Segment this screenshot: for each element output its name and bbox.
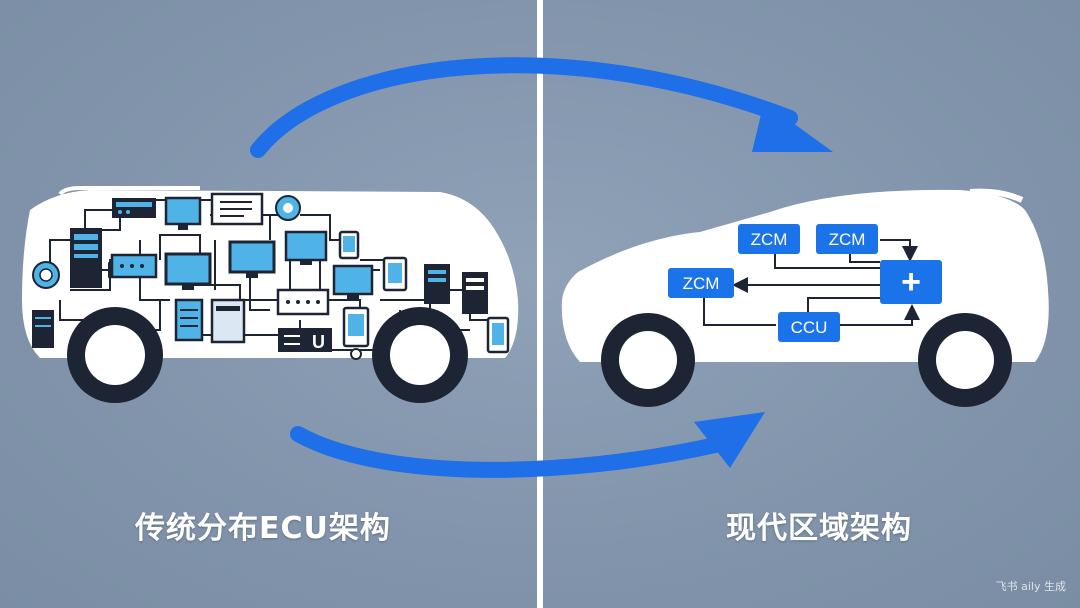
phone-icon <box>486 316 510 354</box>
phone-icon <box>338 230 360 260</box>
watermark-text: 飞书 aily 生成 <box>995 580 1066 593</box>
tower-pc-icon <box>424 264 450 304</box>
router-icon <box>110 253 158 279</box>
wheel-icon <box>601 313 695 407</box>
ecu-side-glyph: U <box>312 332 325 352</box>
zcm-label: ZCM <box>683 274 720 293</box>
ccu-module: CCU <box>778 312 840 342</box>
wheel-icon <box>67 307 163 403</box>
sensor-icon <box>32 261 60 289</box>
zcm-module-top-left: ZCM <box>738 224 800 254</box>
ecu-unit-icon: U <box>278 328 332 352</box>
wheel-icon <box>918 313 1012 407</box>
screen-icon <box>210 192 264 226</box>
ccu-label: CCU <box>791 318 828 337</box>
right-car-icon <box>561 188 1049 362</box>
plus-icon: + <box>880 260 942 304</box>
sensor-icon <box>275 195 301 221</box>
monitor-icon <box>228 240 276 278</box>
center-divider <box>537 0 543 608</box>
monitor-icon <box>164 196 202 230</box>
wheel-icon <box>372 307 468 403</box>
server-icon <box>210 298 246 344</box>
router-icon <box>112 198 156 218</box>
monitor-icon <box>332 264 374 299</box>
transform-arrow-icon <box>250 57 833 158</box>
zcm-module-top-right: ZCM <box>816 224 878 254</box>
tower-pc-icon <box>462 272 488 314</box>
tower-pc-icon <box>70 228 102 288</box>
right-architecture-title: 现代区域架构 <box>726 511 912 546</box>
hub-symbol: + <box>901 263 921 301</box>
zcm-label: ZCM <box>751 230 788 249</box>
zcm-module-left: ZCM <box>668 268 734 298</box>
monitor-icon <box>284 230 328 265</box>
router-icon <box>276 288 330 316</box>
zcm-label: ZCM <box>829 230 866 249</box>
left-architecture-title: 传统分布ECU架构 <box>135 511 391 546</box>
return-arrow-icon <box>290 412 765 478</box>
monitor-icon <box>164 252 212 290</box>
ecu-devices: U <box>32 192 510 360</box>
phone-icon <box>382 256 408 292</box>
server-icon <box>32 310 54 348</box>
server-icon <box>174 298 204 342</box>
zonal-wiring <box>703 239 920 326</box>
phone-icon <box>342 306 370 360</box>
